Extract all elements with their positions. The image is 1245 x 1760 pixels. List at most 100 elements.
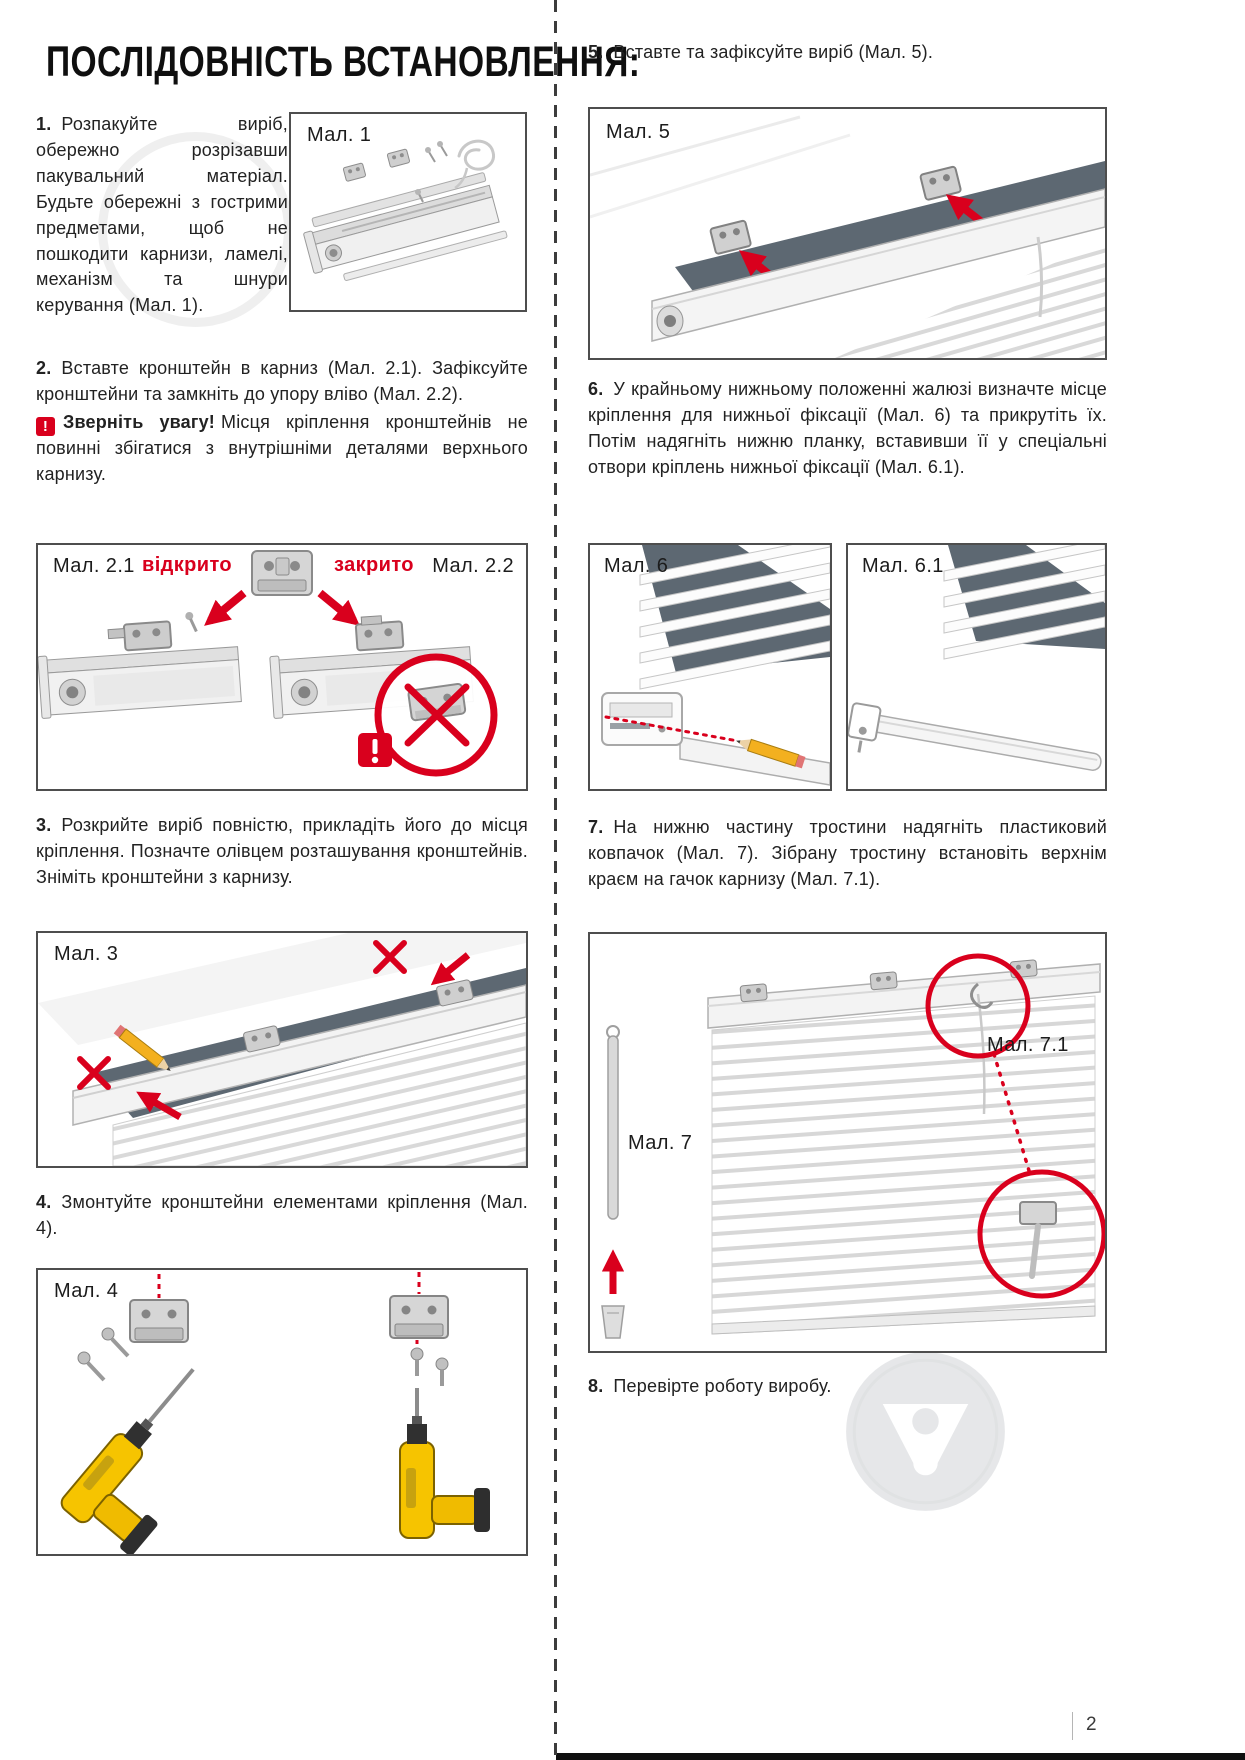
red-arrow-icon xyxy=(136,1091,182,1121)
warning-icon xyxy=(358,733,392,767)
figure-7: Мал. 7.1 Мал. 7 xyxy=(588,932,1107,1353)
bracket-icon xyxy=(243,1025,281,1053)
screw-icon xyxy=(410,1347,449,1386)
figure-1: Мал. 1 xyxy=(289,112,527,312)
step-7-number: 7. xyxy=(588,817,604,837)
wand-hook-detail xyxy=(1019,1201,1057,1279)
red-arrow-icon xyxy=(317,589,360,626)
watermark-logo xyxy=(842,1348,1010,1516)
watermark-ring xyxy=(98,132,293,327)
step-1-number: 1. xyxy=(36,114,52,134)
step-4-text: Змонтуйте кронштейни елементами кріпленн… xyxy=(36,1192,528,1238)
column-divider xyxy=(554,0,557,1760)
step-5-number: 5. xyxy=(588,42,604,62)
figure-7-illustration xyxy=(601,953,1105,1339)
screw-icon xyxy=(415,141,448,203)
step-6-text: У крайньому нижньому положенні жалюзі ви… xyxy=(588,379,1107,477)
step-2: 2.Вставте кронштейн в карниз (Мал. 2.1).… xyxy=(36,356,528,488)
bracket-icon xyxy=(342,162,366,182)
bracket-icon xyxy=(739,983,768,1003)
bottom-rail xyxy=(848,702,1102,771)
step-8: 8. Перевірте роботу виробу. xyxy=(588,1374,1107,1400)
figure-5-label: Мал. 5 xyxy=(606,121,671,143)
page-title: ПОСЛІДОВНІСТЬ ВСТАНОВЛЕННЯ: xyxy=(46,38,641,86)
figure-6-1: Мал. 6.1 xyxy=(846,543,1107,791)
figure-6: Мал. 6 xyxy=(588,543,832,791)
headrail xyxy=(651,188,1105,342)
cord-icon xyxy=(454,167,469,190)
callout-dashed-line xyxy=(992,1052,1032,1176)
step-6: 6.У крайньому нижньому положенні жалюзі … xyxy=(588,377,1107,481)
pencil-icon xyxy=(113,1024,171,1071)
warning-text: Місця кріплення кронштейнів не повинні з… xyxy=(36,411,528,484)
figure-2-2-label: Мал. 2.2 xyxy=(432,555,514,577)
screw-icon xyxy=(77,1327,130,1382)
page-bottom-edge xyxy=(556,1753,1245,1760)
bracket-icon xyxy=(436,979,474,1007)
cornice-open-illustration xyxy=(38,611,242,719)
detail-circle xyxy=(977,1169,1105,1299)
warning-icon: ! xyxy=(36,416,55,436)
step-1: 1.Розпакуйте виріб, обережно розрізавши … xyxy=(36,112,288,319)
step-7-text: На нижню частину тростини надягніть плас… xyxy=(588,817,1107,889)
bracket-icon xyxy=(251,550,313,596)
figure-4-illustration xyxy=(60,1272,490,1554)
bracket-icon xyxy=(709,219,752,255)
step-8-number: 8. xyxy=(588,1376,604,1396)
state-closed-label: закрито xyxy=(334,554,414,576)
red-arrow-icon xyxy=(430,952,471,986)
step-3-text: Розкрийте виріб повністю, прикладіть йог… xyxy=(36,815,528,887)
page-number-divider xyxy=(1072,1712,1073,1740)
red-arrow-icon xyxy=(204,589,247,626)
figure-5-illustration xyxy=(590,115,1105,358)
cross-mark-icon xyxy=(373,940,407,974)
figure-2-illustration xyxy=(38,550,498,777)
bracket-icon xyxy=(389,1295,449,1339)
figure-5: Мал. 5 xyxy=(588,107,1107,360)
blinds-slats xyxy=(112,1022,526,1166)
bracket-icon xyxy=(386,148,410,168)
figure-2: Мал. 2.1 відкрито закрито Мал. 2.2 xyxy=(36,543,528,791)
window-frame xyxy=(38,933,526,1045)
wrong-mounting-icon xyxy=(374,653,498,777)
page-number: 2 xyxy=(1086,1714,1097,1735)
figure-6-label: Мал. 6 xyxy=(604,555,669,577)
warning-title: Зверніть увагу! xyxy=(63,411,215,432)
step-5: 5. Вставте та зафіксуйте виріб (Мал. 5). xyxy=(588,40,1107,66)
state-open-label: відкрито xyxy=(142,554,233,576)
figure-1-illustration xyxy=(303,139,508,281)
wand-illustration xyxy=(606,1025,620,1220)
step-4: 4.Змонтуйте кронштейни елементами кріпле… xyxy=(36,1190,528,1242)
hook-icon xyxy=(970,982,994,1009)
step-5-text: Вставте та зафіксуйте виріб (Мал. 5). xyxy=(613,42,934,62)
figure-6-1-label: Мал. 6.1 xyxy=(862,555,944,577)
bottom-rail xyxy=(711,1305,1096,1335)
step-3: 3.Розкрийте виріб повністю, прикладіть й… xyxy=(36,813,528,891)
cord-icon xyxy=(457,139,496,171)
bracket-icon xyxy=(869,971,898,991)
step-2-text: Вставте кронштейн в карниз (Мал. 2.1). З… xyxy=(36,358,528,404)
bracket-icon xyxy=(919,165,962,201)
figure-1-label: Мал. 1 xyxy=(307,124,372,146)
figure-7-label: Мал. 7 xyxy=(628,1132,693,1154)
figure-6-1-illustration xyxy=(848,545,1105,771)
cornice-illustration xyxy=(303,172,508,281)
marking-dashed-line xyxy=(604,715,740,743)
figure-7-1-label: Мал. 7.1 xyxy=(987,1034,1069,1056)
figure-3-label: Мал. 3 xyxy=(54,943,119,965)
step-6-number: 6. xyxy=(588,379,604,399)
headrail xyxy=(72,984,526,1126)
figure-4-label: Мал. 4 xyxy=(54,1280,119,1302)
bracket-icon xyxy=(129,1299,189,1343)
blinds-slats xyxy=(835,241,1105,358)
pencil-icon xyxy=(736,738,806,769)
blinds-slats xyxy=(943,545,1105,660)
blinds-slats xyxy=(639,545,830,690)
step-4-number: 4. xyxy=(36,1192,52,1212)
drill-icon xyxy=(399,1388,490,1539)
step-8-text: Перевірте роботу виробу. xyxy=(613,1376,832,1396)
figure-2-1-label: Мал. 2.1 xyxy=(53,555,135,577)
cord-icon xyxy=(1036,236,1044,318)
step-3-number: 3. xyxy=(36,815,52,835)
